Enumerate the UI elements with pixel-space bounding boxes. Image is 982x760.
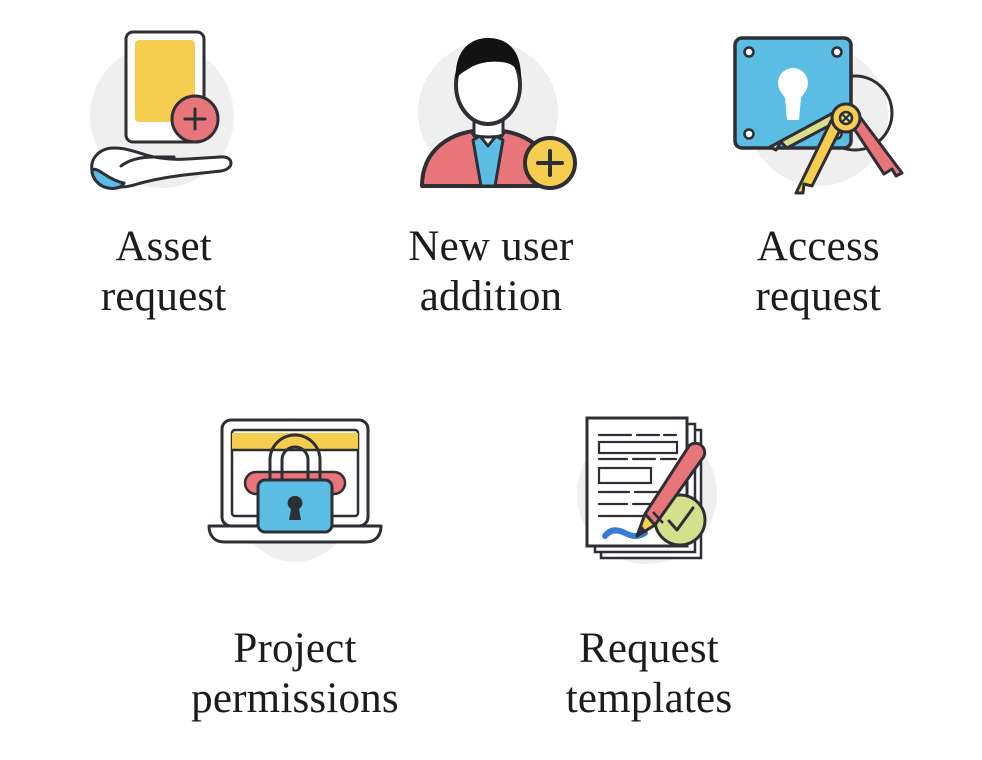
- card-label: Asset request: [100, 223, 227, 321]
- laptop-padlock-icon: [195, 402, 395, 592]
- card-new-user-addition[interactable]: New user addition: [327, 0, 654, 380]
- card-request-templates[interactable]: Request templates: [472, 380, 826, 760]
- icon-row-one: Asset request: [0, 0, 982, 380]
- user-add-icon: [391, 18, 591, 208]
- card-label: New user addition: [408, 223, 574, 321]
- lock-plate-keys-icon: [718, 18, 918, 208]
- icon-row-two: Project permissions: [0, 380, 982, 760]
- card-asset-request[interactable]: Asset request: [0, 0, 327, 380]
- card-access-request[interactable]: Access request: [655, 0, 982, 380]
- documents-pen-check-icon: [549, 402, 749, 592]
- card-label: Request templates: [565, 625, 733, 723]
- card-label: Access request: [755, 223, 882, 321]
- card-label: Project permissions: [191, 625, 399, 723]
- hand-holding-card-plus-icon: [64, 18, 264, 208]
- card-project-permissions[interactable]: Project permissions: [118, 380, 472, 760]
